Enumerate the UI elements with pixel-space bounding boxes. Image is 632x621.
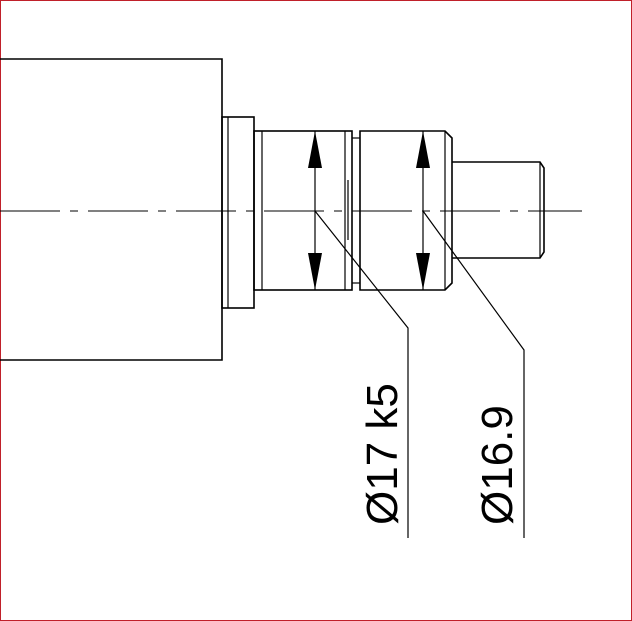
dimension-label-left: Ø17 k5 [358, 383, 407, 525]
dimension-arrow-right [416, 131, 430, 290]
dimension-arrow-left [308, 131, 322, 290]
dimension-label-right: Ø16.9 [473, 405, 522, 525]
groove [347, 137, 360, 284]
leader-line-right [422, 210, 525, 538]
leader-line-left [314, 210, 409, 538]
shaft-tip [452, 161, 545, 259]
shaft-body [0, 58, 223, 361]
shaft-shoulder [221, 116, 255, 309]
